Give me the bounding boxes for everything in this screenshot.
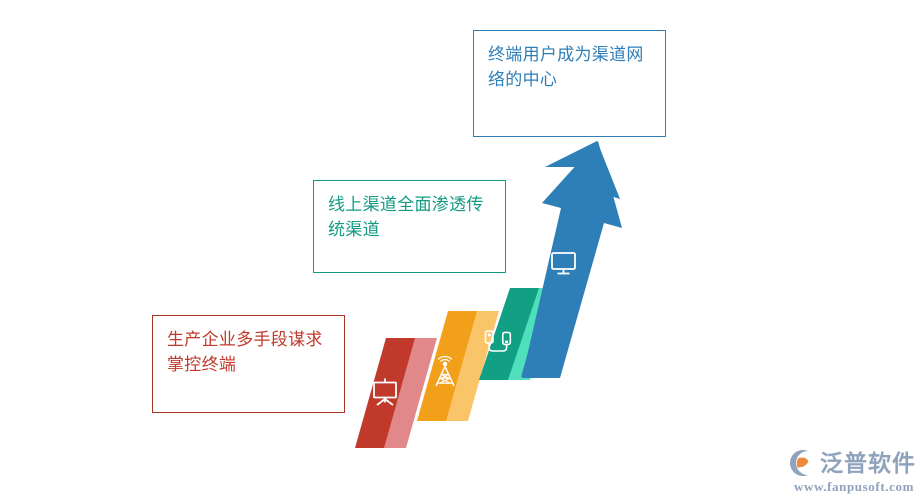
usb-cable-icon	[484, 330, 512, 352]
step-bar-2[interactable]	[417, 311, 499, 421]
callout-bottom-text: 生产企业多手段谋求掌控终端	[167, 330, 323, 374]
step-bar-2-body	[417, 311, 477, 421]
step-bar-1-body	[355, 338, 415, 448]
callout-online-channel[interactable]: 线上渠道全面渗透传统渠道	[313, 180, 506, 273]
fanpu-software-logo[interactable]: 泛普软件 www.fanpusoft.com	[786, 448, 916, 494]
step-bar-2-shade	[439, 311, 499, 421]
logo-row: 泛普软件	[786, 448, 916, 478]
monitor-icon	[551, 252, 576, 275]
broadcast-tower-icon	[435, 355, 455, 387]
step-bar-3-body	[479, 288, 539, 380]
callout-producer-control[interactable]: 生产企业多手段谋求掌控终端	[152, 315, 345, 413]
logo-url: www.fanpusoft.com	[794, 479, 914, 494]
callout-top-text: 终端用户成为渠道网络的中心	[488, 45, 644, 89]
logo-wordmark: 泛普软件	[820, 450, 916, 476]
growth-arrow[interactable]	[521, 141, 622, 378]
callout-end-user-center[interactable]: 终端用户成为渠道网络的中心	[473, 30, 666, 137]
step-bar-1-shade	[377, 338, 437, 448]
presentation-board-icon	[373, 378, 397, 406]
growth-arrow-body	[522, 141, 622, 378]
step-bar-1[interactable]	[355, 338, 437, 448]
growth-arrow-shape	[521, 141, 620, 377]
fanpu-logo-mark-icon	[790, 450, 809, 476]
step-bar-3-shade	[501, 288, 561, 380]
step-bar-3[interactable]	[479, 288, 561, 380]
callout-mid-text: 线上渠道全面渗透传统渠道	[328, 195, 484, 239]
